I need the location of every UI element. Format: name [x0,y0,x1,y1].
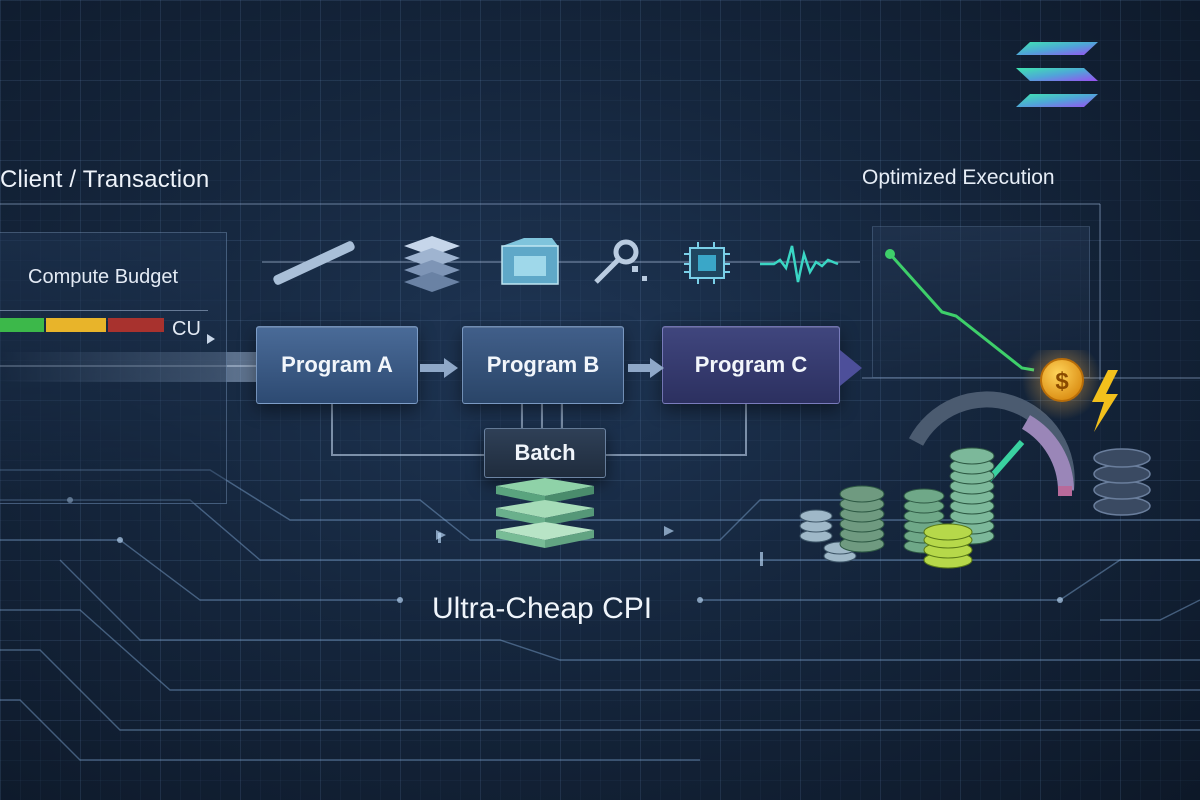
waveform-icon [760,245,839,283]
icon-strip [273,236,839,292]
budget-bar-red [108,318,164,332]
cu-arrow-icon [207,334,215,344]
box-icon [501,238,559,285]
program-b-box: Program B [462,326,624,404]
gauge-and-coins: $ [799,350,1151,569]
solana-logo [1016,42,1098,107]
budget-bar-green [0,318,44,332]
lightning-icon [1092,370,1118,432]
cu-unit-label: CU [172,318,201,340]
svg-text:$: $ [1055,368,1069,395]
compute-budget-label: Compute Budget [28,266,179,288]
client-transaction-title: Client / Transaction [0,166,210,193]
batch-box: Batch [484,428,606,478]
wrench-icon [273,241,355,285]
budget-divider [0,310,208,311]
arrow-b-c-icon [628,364,650,372]
key-icon [594,239,639,284]
budget-bar-yellow [46,318,106,332]
coin-stacks-icon [799,447,995,569]
database-icon [1093,448,1151,516]
program-c-arrow-icon [840,350,862,386]
compute-budget-panel [0,232,227,504]
program-c-box: Program C [662,326,840,404]
ultra-cheap-cpi-title: Ultra-Cheap CPI [432,592,653,625]
chip-icon [684,242,730,284]
batch-stack-icon [496,478,594,548]
layers-icon [404,236,460,292]
flow-arrows [420,350,862,386]
program-a-box: Program A [256,326,418,404]
arrow-a-b-icon [420,364,444,372]
dollar-coin-icon: $ [1040,358,1084,402]
optimized-execution-title: Optimized Execution [862,166,1055,189]
